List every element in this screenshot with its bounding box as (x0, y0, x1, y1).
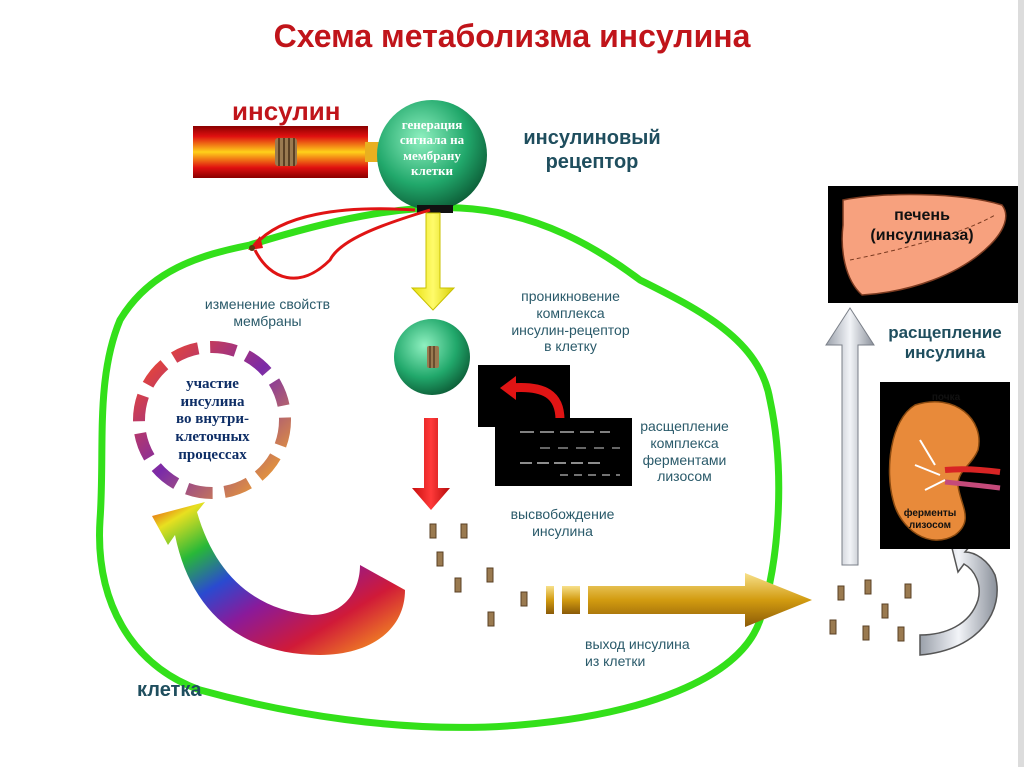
kidney-bottom-label: ферменты лизосом (890, 508, 970, 532)
slide-edge (1018, 0, 1024, 767)
lysosome-image (478, 365, 632, 486)
insulin-tube (193, 126, 387, 178)
cell-label: клетка (137, 679, 202, 701)
penetration-line: проникновение (521, 288, 620, 304)
lysosome-split-line: ферментами (642, 451, 727, 468)
signal-arrows (248, 207, 431, 280)
liver-label: печень (инсулиназа) (832, 206, 1012, 246)
exit-arrow (546, 573, 812, 627)
lysosome-split-line: расщепление (640, 418, 729, 434)
receptor-label-line: инсулиновый (523, 127, 661, 149)
membrane-change-label: изменение свойств мембраны (170, 296, 365, 330)
intracellular-line: инсулина (180, 393, 245, 410)
receptor-ball (377, 100, 487, 210)
receptor-inner-line: мембрану (403, 147, 461, 163)
penetration-line: инсулин-рецептор (511, 321, 630, 338)
kidney-image (880, 382, 1010, 549)
kidney-bottom-line: лизосом (908, 520, 952, 531)
intracellular-line: процессах (178, 446, 247, 463)
intracellular-line: клеточных (175, 429, 250, 446)
rainbow-arrow (152, 502, 405, 655)
penetration-label: проникновение комплекса инсулин-рецептор… (488, 288, 653, 355)
page-title: Схема метаболизма инсулина (273, 18, 751, 54)
liver-image (828, 186, 1018, 303)
intracellular-label: участие инсулина во внутри- клеточных пр… (165, 376, 260, 464)
insulin-label: инсулин (232, 96, 341, 126)
receptor-label: инсулиновый рецептор (497, 126, 687, 174)
yellow-down-arrow (410, 212, 456, 311)
insulin-molecule-icon (275, 138, 297, 166)
receptor-inner-line: генерация (401, 117, 463, 132)
red-down-arrow (412, 418, 450, 510)
kidney-bottom-line: ферменты (903, 508, 957, 519)
release-line: высвобождение (510, 506, 615, 522)
lysosome-split-label: расщепление комплекса ферментами лизосом (622, 418, 747, 485)
silver-up-arrow (825, 307, 875, 566)
receptor-inner-text: генерация сигнала на мембрану клетки (388, 117, 476, 178)
receptor-inner-line: клетки (411, 162, 453, 178)
exit-line: из клетки (585, 652, 646, 669)
liver-label-line: печень (894, 207, 950, 224)
release-label: высвобождение инсулина (485, 506, 640, 540)
receptor-inner-line: сигнала на (399, 132, 465, 148)
exit-line: выход инсулина (585, 636, 690, 652)
membrane-change-line: изменение свойств (204, 296, 331, 312)
cell-membrane (96, 204, 783, 731)
kidney-top-label: почка (931, 392, 961, 403)
receptor-label-line: рецептор (545, 151, 639, 173)
degradation-line: инсулина (904, 343, 986, 363)
intracellular-line: во внутри- (175, 411, 250, 428)
internalized-receptor (394, 319, 470, 395)
degradation-label: расщепление инсулина (870, 323, 1020, 364)
intracellular-ring (133, 341, 291, 499)
penetration-line: в клетку (544, 338, 597, 355)
release-line: инсулина (532, 522, 593, 539)
insulin-particles (429, 523, 912, 642)
lysosome-split-line: лизосом (657, 468, 712, 485)
degradation-line: расщепление (888, 323, 1002, 342)
intracellular-line: участие (186, 376, 239, 392)
silver-curved-arrow (919, 538, 998, 656)
exit-label: выход инсулина из клетки (585, 636, 690, 670)
penetration-line: комплекса (536, 304, 605, 321)
membrane-change-line: мембраны (233, 312, 302, 329)
liver-label-line: (инсулиназа) (870, 227, 974, 244)
lysosome-split-line: комплекса (650, 434, 719, 451)
